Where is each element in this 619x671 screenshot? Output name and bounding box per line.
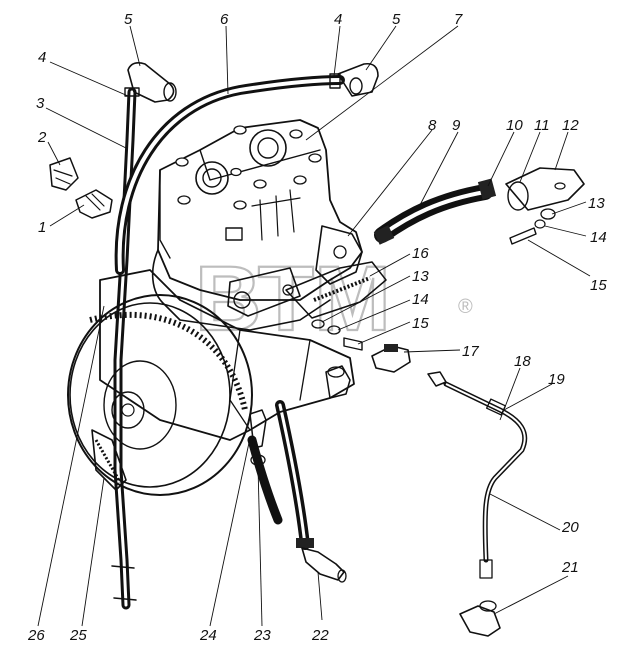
callout-2: 2 <box>37 129 47 146</box>
callout-1: 1 <box>38 219 46 236</box>
hoses <box>111 75 493 610</box>
callout-21: 21 <box>561 559 579 576</box>
hose-9 <box>374 184 493 243</box>
callout-10: 10 <box>506 117 523 134</box>
bracket-16 <box>285 261 387 351</box>
callout-25: 25 <box>69 627 87 644</box>
top-elbow-fitting-left <box>124 62 177 103</box>
leader-lines <box>37 25 591 627</box>
callout-5: 5 <box>124 11 133 28</box>
callout-4-right: 4 <box>334 11 342 28</box>
callout-16: 16 <box>412 245 429 262</box>
callout-14: 14 <box>590 229 607 246</box>
fitting-2 <box>49 157 79 191</box>
callout-17: 17 <box>462 343 479 360</box>
callout-15: 15 <box>590 277 607 294</box>
callout-4: 4 <box>38 49 46 66</box>
callouts: 1 2 3 4 5 6 4 5 7 8 9 10 11 12 13 14 15 … <box>27 11 607 644</box>
hose-24 <box>247 435 283 525</box>
elbow-22 <box>296 538 347 583</box>
callout-8: 8 <box>428 117 437 134</box>
callout-18: 18 <box>514 353 531 370</box>
top-elbow-fitting-right <box>329 62 379 97</box>
outlet-fitting <box>373 167 585 245</box>
callout-9: 9 <box>452 117 461 134</box>
elbow-21 <box>459 600 501 637</box>
callout-19: 19 <box>548 371 565 388</box>
fitting-17 <box>371 344 411 373</box>
callout-23: 23 <box>253 627 271 644</box>
callout-26: 26 <box>27 627 45 644</box>
callout-7: 7 <box>454 11 463 28</box>
pulley <box>67 294 253 496</box>
compressor-body <box>99 119 363 441</box>
callout-24: 24 <box>199 627 217 644</box>
callout-12: 12 <box>562 117 579 134</box>
callout-20: 20 <box>561 519 579 536</box>
watermark-registered-mark: ® <box>458 296 473 318</box>
callout-22: 22 <box>311 627 329 644</box>
bolt-23 <box>249 409 267 466</box>
pipe-20 <box>427 371 528 579</box>
callout-6: 6 <box>220 11 229 28</box>
callout-3: 3 <box>36 95 45 112</box>
callout-14-mid: 14 <box>412 291 429 308</box>
callout-13: 13 <box>588 195 605 212</box>
callout-15-mid: 15 <box>412 315 429 332</box>
callout-11: 11 <box>534 117 550 134</box>
callout-13-mid: 13 <box>412 268 429 285</box>
fitting-1 <box>75 189 113 219</box>
callout-5-right: 5 <box>392 11 401 28</box>
